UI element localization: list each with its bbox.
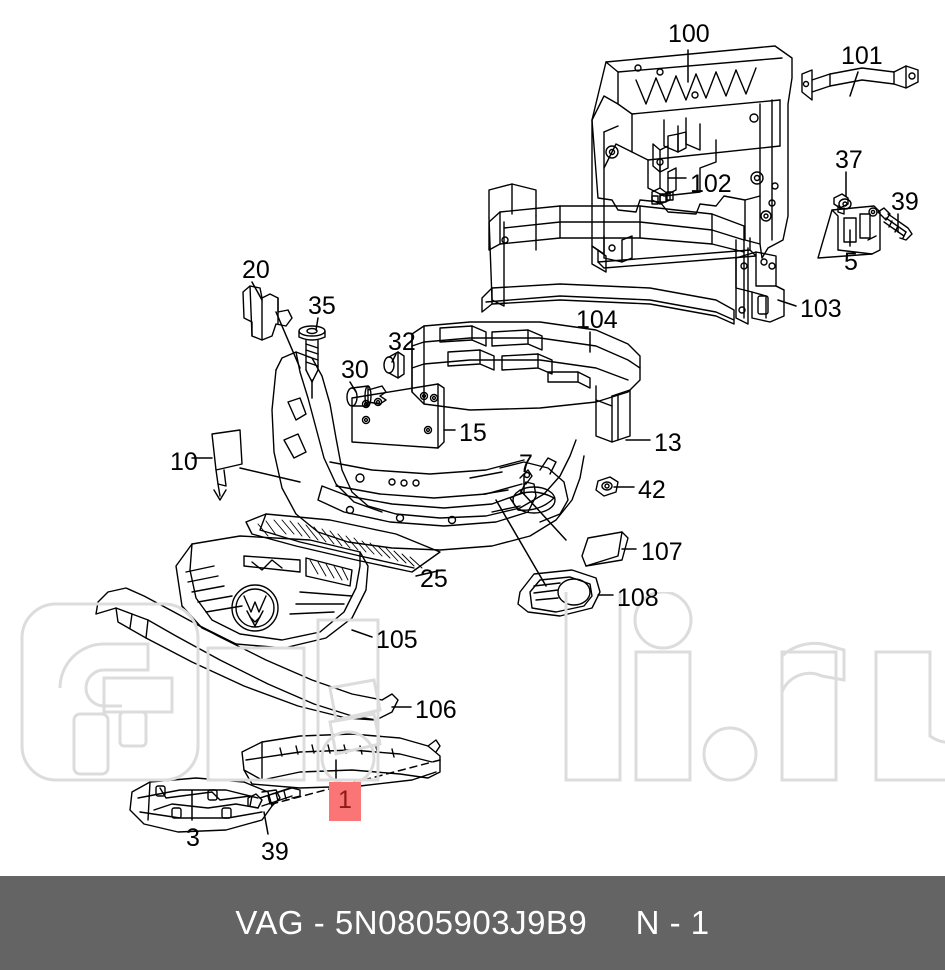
part-32-clip	[383, 351, 405, 379]
part-20-guide-bracket	[242, 285, 293, 341]
callout-102[interactable]: 102	[690, 170, 732, 198]
part-104-impact-beam	[481, 183, 749, 325]
callout-32[interactable]: 32	[388, 328, 416, 356]
callout-107[interactable]: 107	[641, 538, 683, 566]
part-102-connector	[651, 131, 687, 205]
callout-39-top[interactable]: 39	[891, 188, 919, 216]
callout-100[interactable]: 100	[668, 20, 710, 48]
callout-5[interactable]: 5	[844, 248, 858, 276]
parts-linework	[95, 45, 919, 835]
callout-13[interactable]: 13	[654, 429, 682, 457]
part-107-cover	[581, 531, 629, 567]
part-15-plate-holder	[351, 383, 445, 449]
part-106-trim-strip	[95, 587, 399, 721]
part-3-air-duct	[129, 777, 281, 833]
part-25-grille-mesh	[245, 513, 441, 573]
callout-103[interactable]: 103	[800, 295, 842, 323]
callout-3[interactable]: 3	[186, 824, 200, 852]
callout-106[interactable]: 106	[415, 696, 457, 724]
part-105-radiator-grille	[175, 535, 369, 649]
footer-bar: VAG - 5N0805903J9B9 N - 1	[0, 876, 945, 970]
part-13-absorber	[411, 321, 641, 443]
part-101-brace	[801, 65, 919, 101]
callout-10[interactable]: 10	[170, 448, 198, 476]
callout-101[interactable]: 101	[841, 42, 883, 70]
callout-42[interactable]: 42	[638, 476, 666, 504]
part-number-caption: VAG - 5N0805903J9B9 N - 1	[235, 904, 710, 941]
callout-104[interactable]: 104	[576, 306, 618, 334]
callout-15[interactable]: 15	[459, 419, 487, 447]
callout-20[interactable]: 20	[242, 256, 270, 284]
callout-7[interactable]: 7	[519, 450, 533, 478]
leader-lines	[191, 49, 899, 835]
callout-35[interactable]: 35	[308, 292, 336, 320]
callout-25[interactable]: 25	[420, 565, 448, 593]
part-39-screw-top	[877, 207, 913, 241]
part-108-fog-grille	[517, 569, 601, 617]
part-37-grommet	[833, 193, 852, 215]
callout-1-highlighted[interactable]: 1	[329, 782, 361, 821]
callout-39-bottom[interactable]: 39	[261, 838, 289, 866]
diagram-canvas: 100 101 102 37 39 5 103 104 13 20 35 30 …	[20, 20, 945, 866]
callout-37[interactable]: 37	[835, 146, 863, 174]
part-7-bumper-cover	[271, 351, 585, 551]
callout-30[interactable]: 30	[341, 356, 369, 384]
part-10-cover-cap	[211, 429, 243, 501]
part-1-lower-valance	[241, 733, 441, 789]
callout-108[interactable]: 108	[617, 584, 659, 612]
callout-105[interactable]: 105	[376, 626, 418, 654]
part-42-clip	[595, 476, 619, 497]
part-lock-carrier	[591, 45, 793, 273]
part-103-bracket	[735, 251, 785, 323]
part-30-rivet	[346, 385, 387, 407]
part-35-screw	[298, 325, 326, 383]
